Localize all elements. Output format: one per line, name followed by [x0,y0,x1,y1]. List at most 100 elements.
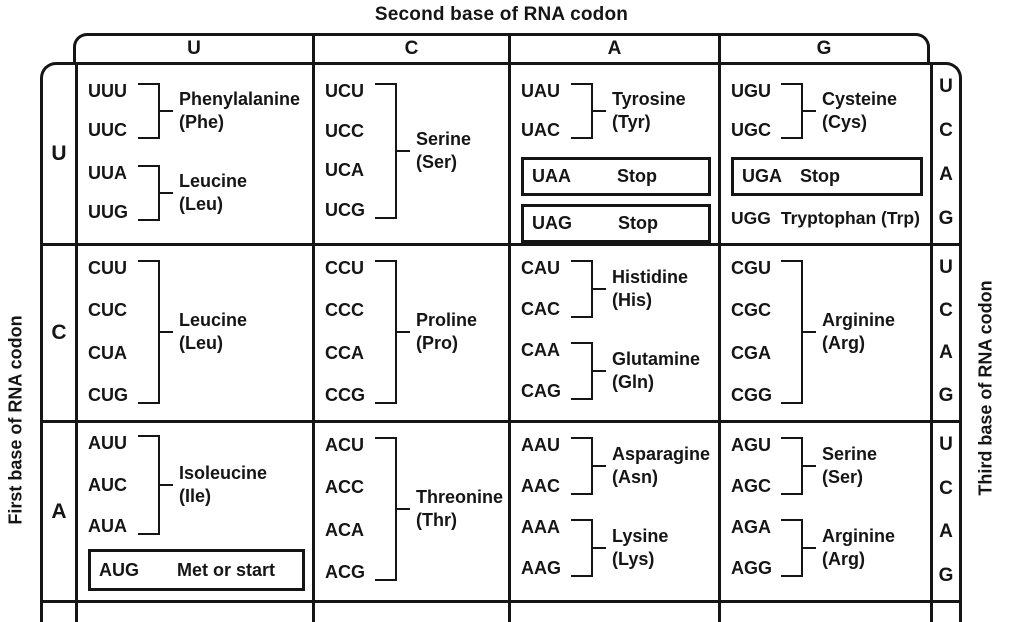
codon-list: ACU ACC ACA ACG [325,435,375,583]
codon: CAG [521,381,561,401]
third-base-label: U [939,257,953,278]
amino-acid-abbr: (His) [612,290,652,310]
codon-group: AGU AGC Serine (Ser) [731,435,926,497]
bracket-connector [397,149,410,153]
codon-cell [718,603,930,622]
amino-acid-abbr: (Lys) [612,549,655,569]
amino-acid-abbr: (Arg) [822,333,865,353]
amino-acid-label: Arginine (Arg) [822,258,895,406]
amino-acid-label: Leucine (Leu) [179,163,247,223]
codon: AAU [521,435,560,455]
codon: CGC [731,300,771,321]
codon-list: CAA CAG [521,340,571,402]
amino-acid-abbr: (Asn) [612,467,658,487]
third-base-label: C [939,120,953,141]
codon: ACG [325,561,365,582]
codon-cell-uc: UCU UCC UCA UCG Serine (Ser) [312,65,508,243]
codon-group: CCU CCC CCA CCG Proline (Pro) [325,258,504,406]
codon-list: AUU AUC AUA [88,433,138,537]
codon: UUU [88,81,127,101]
table-row-u: U UUU UUC Phenylalanine (Phe) UUA UUG [43,65,959,246]
codon: UGC [731,120,771,140]
codon: UAG [532,213,572,233]
table-row-a: A AUU AUC AUA Isoleucine (Ile) AUG Met o… [43,423,959,603]
codon: UAU [521,81,560,101]
codon-cell-cu: CUU CUC CUA CUG Leucine (Leu) [75,246,312,420]
codon-list: CAU CAC [521,258,571,320]
codon-list: CGU CGC CGA CGG [731,258,781,406]
amino-acid-name: Serine [416,129,472,149]
codon-cell [508,603,718,622]
bracket-connector [593,369,606,373]
codon: CUC [88,300,127,321]
header-col-g: G [718,36,927,62]
third-base-label: G [938,208,954,229]
codon: UUG [88,202,128,222]
codon: CCU [325,258,364,278]
codon: CUA [88,342,127,363]
codon: UAC [521,120,560,140]
codon: AAA [521,517,560,537]
third-base-label: U [939,76,953,97]
bracket-connector [593,546,606,550]
codon: CAA [521,340,560,360]
codon-group: UAU UAC Tyrosine (Tyr) [521,81,714,141]
bracket-connector [803,330,816,334]
codon-group: UUU UUC Phenylalanine (Phe) [88,81,308,141]
codon: CUG [88,384,128,405]
codon: CAC [521,299,560,319]
third-base-cell [930,603,959,622]
codon-list: AGA AGG [731,517,781,579]
amino-acid-label: Lysine (Lys) [612,517,668,579]
bracket-connector [160,191,173,195]
bracket-connector [593,464,606,468]
stop-label: Stop [618,213,658,233]
amino-acid-name: Phenylalanine [179,89,301,109]
bracket-connector [803,546,816,550]
amino-acid-abbr: (Ser) [416,152,458,172]
codon: ACC [325,477,364,498]
first-base-label: A [51,499,67,523]
bracket [571,260,593,318]
codon-list: UCU UCC UCA UCG [325,81,375,221]
table-row-g-partial [43,603,959,622]
page-title: Second base of RNA codon [374,4,629,25]
right-axis-label: Third base of RNA codon [975,280,996,496]
codon: UGG [731,208,771,228]
codon-group: CAA CAG Glutamine (Gln) [521,340,714,402]
codon: UUC [88,120,127,140]
codon: AUG [99,559,139,580]
codon-list: AGU AGC [731,435,781,497]
third-base-label: G [938,564,954,586]
codon-list: UUA UUG [88,163,138,223]
codon: AGC [731,476,771,496]
third-base-label: U [939,434,953,455]
amino-acid-name: Leucine [179,310,248,330]
amino-acid-abbr: (Leu) [179,194,223,214]
codon-group: CGU CGC CGA CGG Arginine (Arg) [731,258,926,406]
amino-acid-name: Lysine [612,526,669,546]
codon-group: ACU ACC ACA ACG Threonine (Thr) [325,435,504,583]
codon: CGU [731,258,771,278]
bracket-connector [160,483,173,487]
codon-cell-cg: CGU CGC CGA CGG Arginine (Arg) [718,246,930,420]
amino-acid-label: Phenylalanine (Phe) [179,81,300,141]
codon-group: UUA UUG Leucine (Leu) [88,163,308,223]
third-base-label: C [939,477,953,499]
codon: AUA [88,516,127,536]
codon: UCG [325,199,365,220]
stop-codon-box: UGA Stop [731,157,923,196]
bracket [138,165,160,221]
codon-group: AAA AAG Lysine (Lys) [521,517,714,579]
third-base-labels: U C A G [930,65,959,243]
codon-group: UGU UGC Cysteine (Cys) [731,81,926,141]
amino-acid-abbr: (Tyr) [612,112,651,132]
stop-codon-box: UAG Stop [521,204,711,243]
bracket [571,437,593,495]
start-codon-box: AUG Met or start [88,549,305,591]
codon: UGU [731,81,771,101]
amino-acid-abbr: (Pro) [416,333,458,353]
bracket-connector [803,464,816,468]
codon-cell [312,603,508,622]
header-col-a: A [508,36,718,62]
